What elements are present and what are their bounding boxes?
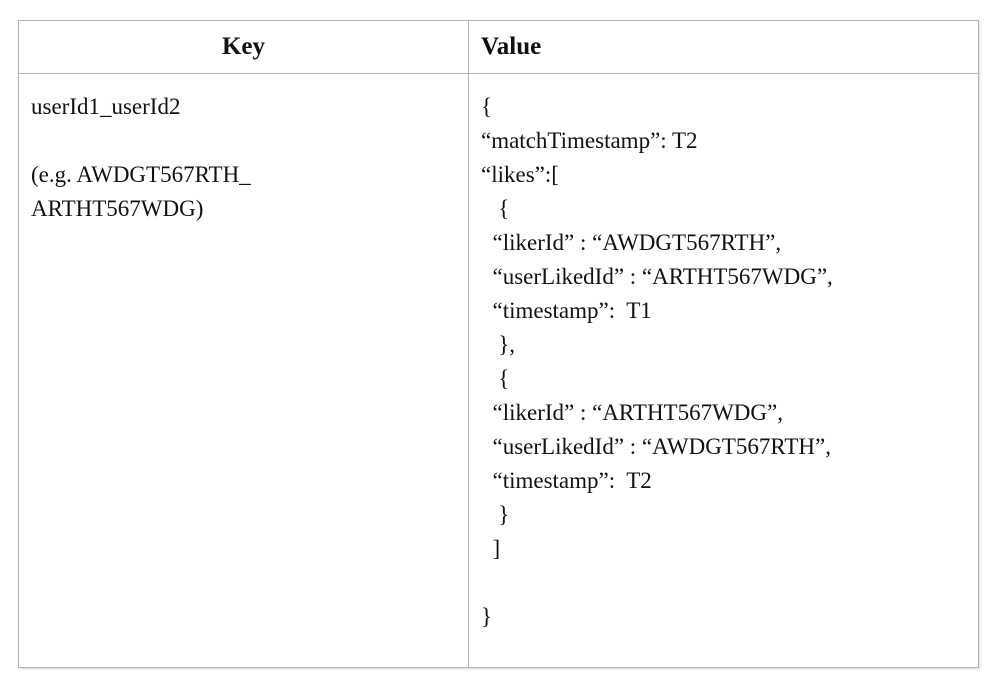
- key-cell: userId1_userId2 (e.g. AWDGT567RTH_ ARTHT…: [18, 73, 469, 668]
- value-cell: { “matchTimestamp”: T2 “likes”:[ { “like…: [468, 73, 979, 668]
- json-line-obj1-liker-id: “likerId” : “AWDGT567RTH”,: [481, 230, 782, 255]
- key-line-example-first: (e.g. AWDGT567RTH_: [31, 162, 251, 187]
- key-blank-line: [31, 124, 456, 158]
- table-header-row: Key Value: [18, 20, 979, 74]
- json-line-obj1-timestamp: “timestamp”: T1: [481, 298, 652, 323]
- json-line-obj2-timestamp: “timestamp”: T2: [481, 468, 652, 493]
- json-line-close-brace: }: [481, 604, 493, 629]
- json-line-match-timestamp: “matchTimestamp”: T2: [481, 128, 698, 153]
- json-line-obj2-open: {: [481, 366, 510, 391]
- column-header-key: Key: [18, 20, 469, 74]
- key-line: userId1_userId2: [31, 94, 181, 119]
- json-line-obj1-open: {: [481, 196, 510, 221]
- json-line-obj1-user-liked-id: “userLikedId” : “ARTHT567WDG”,: [481, 264, 833, 289]
- column-header-value: Value: [468, 20, 979, 74]
- json-line-likes-close: ]: [481, 536, 501, 561]
- table-row: userId1_userId2 (e.g. AWDGT567RTH_ ARTHT…: [18, 73, 979, 668]
- json-line-obj1-close: },: [481, 332, 516, 357]
- json-line-obj2-close: }: [481, 502, 510, 527]
- json-line-obj2-user-liked-id: “userLikedId” : “AWDGT567RTH”,: [481, 434, 831, 459]
- table-body: userId1_userId2 (e.g. AWDGT567RTH_ ARTHT…: [18, 73, 979, 668]
- key-text-block: userId1_userId2 (e.g. AWDGT567RTH_ ARTHT…: [31, 90, 456, 226]
- table-header: Key Value: [18, 20, 979, 74]
- json-line-likes-open: “likes”:[: [481, 162, 559, 187]
- key-value-table: Key Value userId1_userId2 (e.g. AWDGT567…: [18, 20, 979, 668]
- json-line-obj2-liker-id: “likerId” : “ARTHT567WDG”,: [481, 400, 784, 425]
- json-blank-line: [481, 566, 966, 600]
- json-line-open-brace: {: [481, 94, 493, 119]
- key-line-example-second: ARTHT567WDG): [31, 196, 204, 221]
- json-value-block: { “matchTimestamp”: T2 “likes”:[ { “like…: [481, 90, 966, 634]
